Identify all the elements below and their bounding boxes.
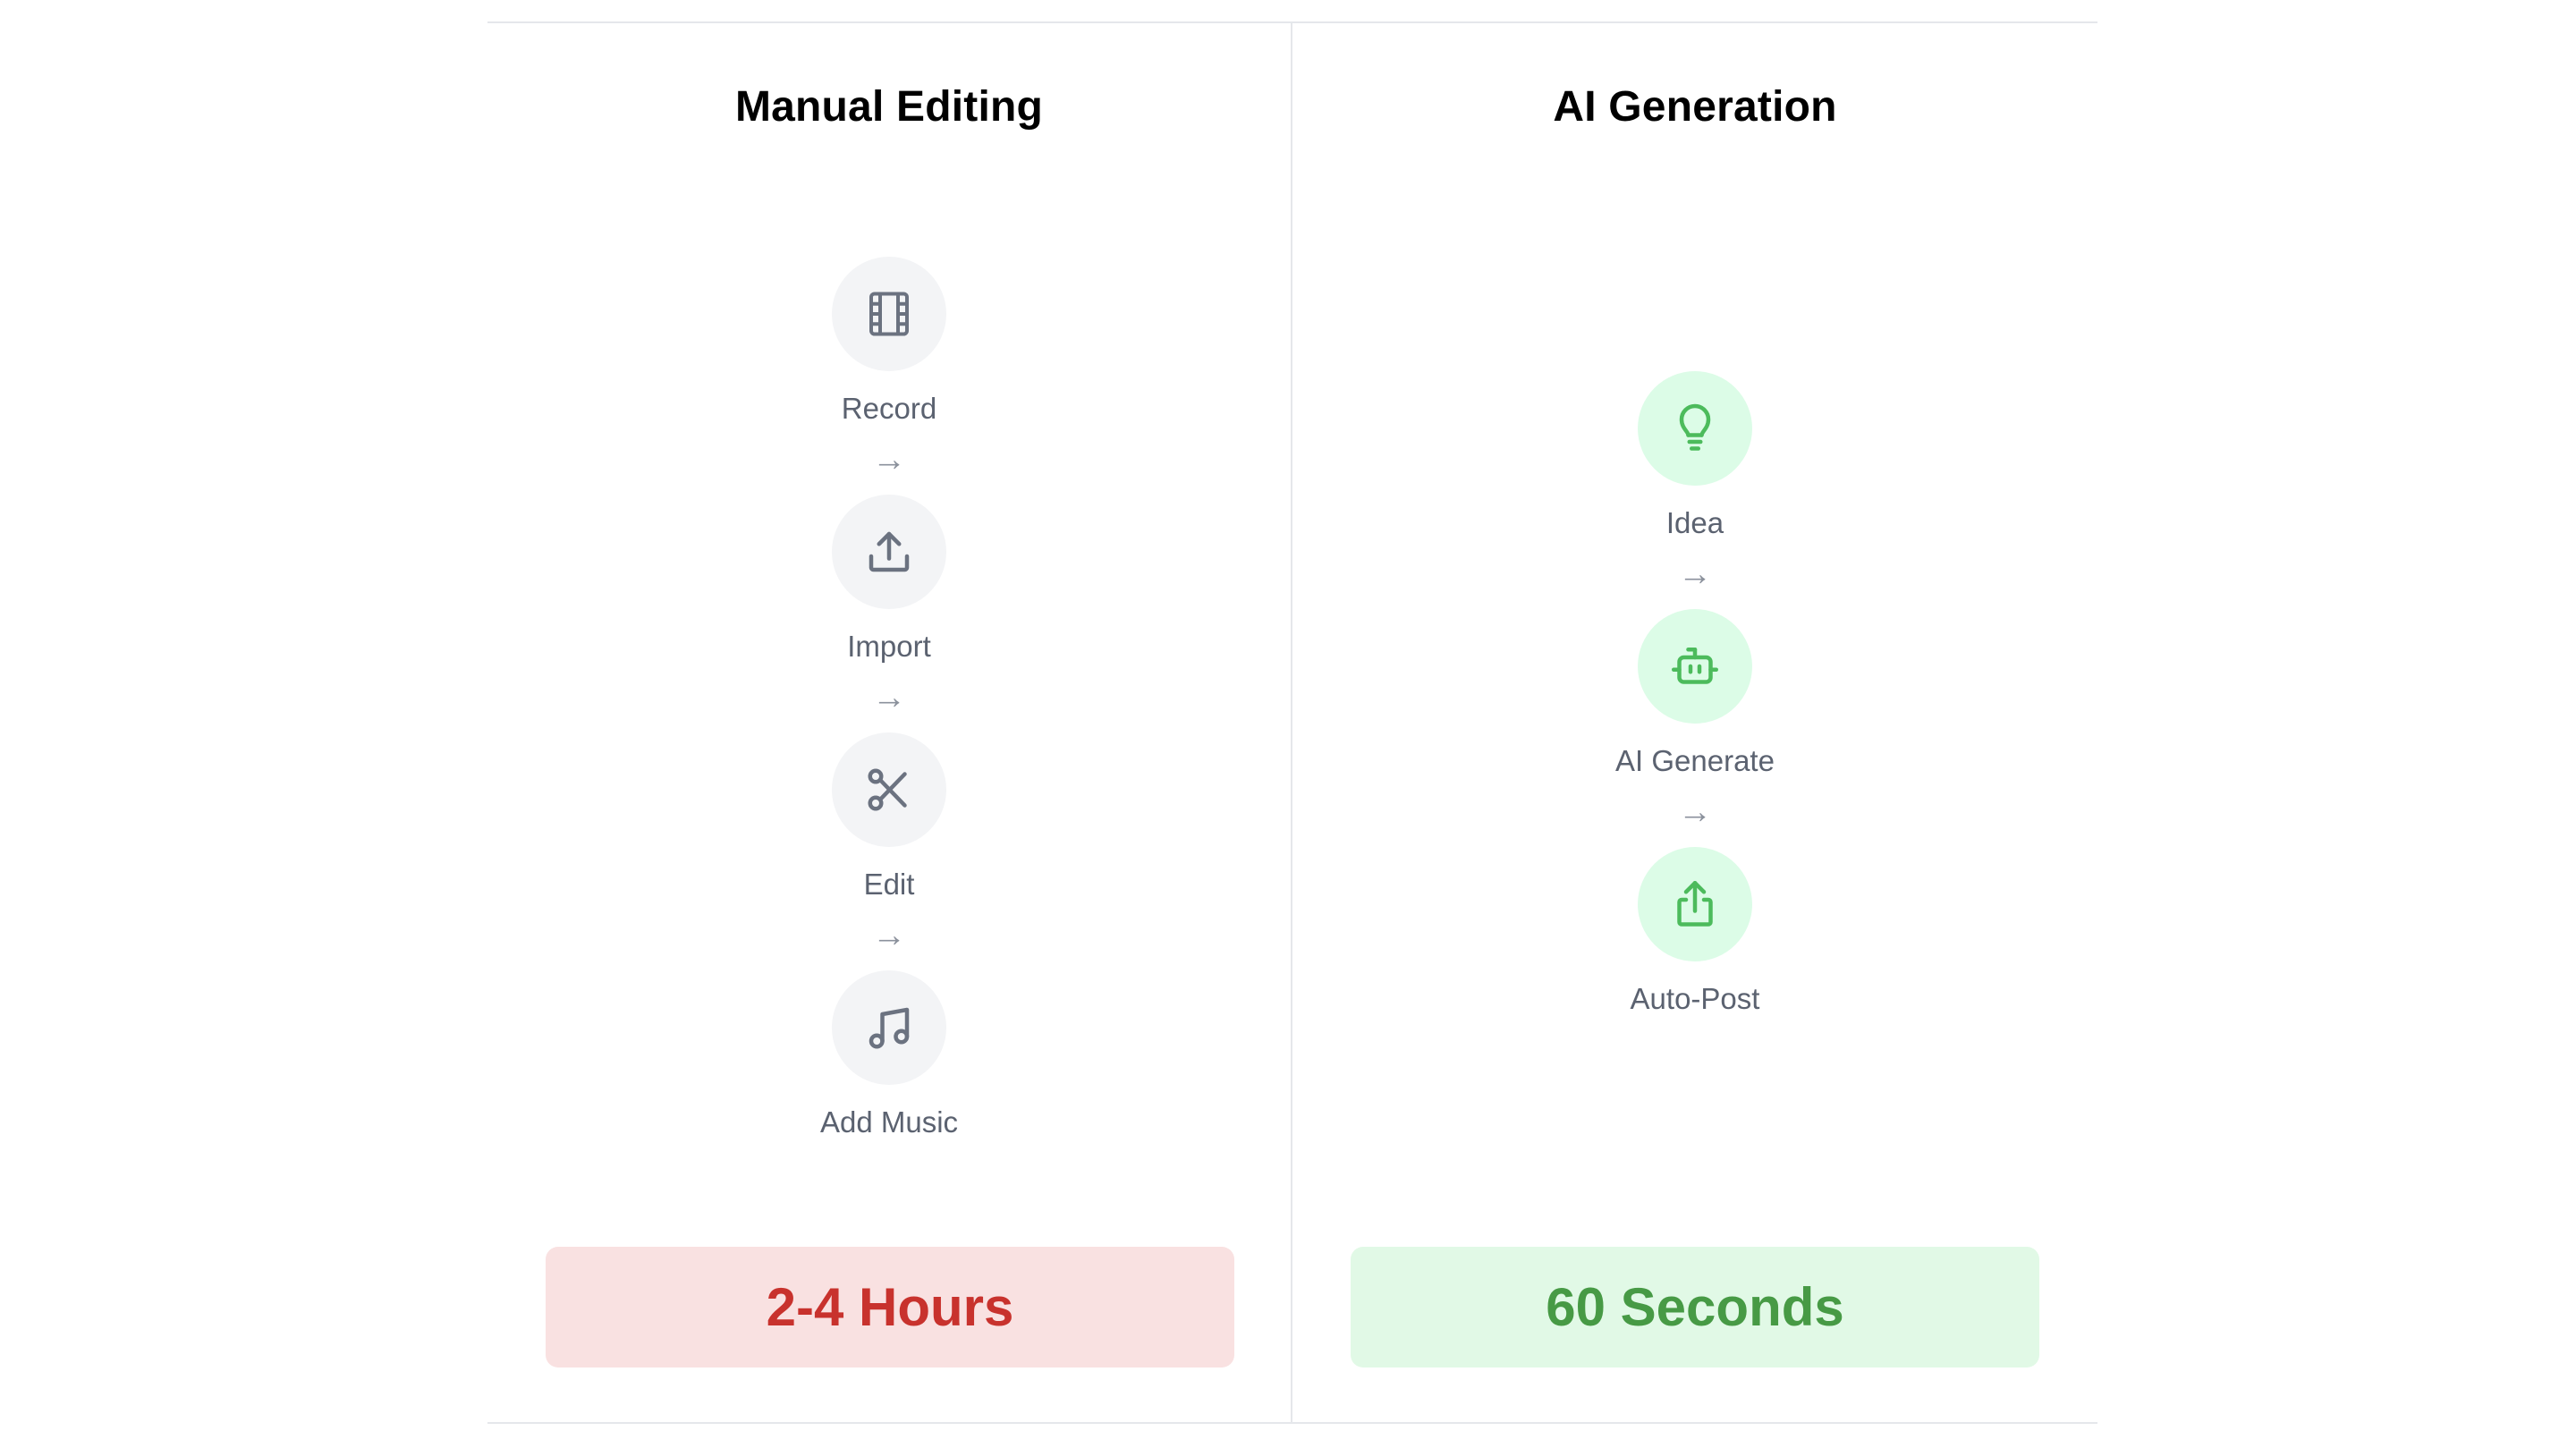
manual-editing-title: Manual Editing [734,83,1044,131]
step-idea: Idea [1638,371,1752,541]
step-label-import: Import [847,630,931,663]
ai-generation-column: AI Generation Idea → [1292,23,2097,1422]
manual-editing-column: Manual Editing Record [487,23,1292,1422]
share-icon [1637,847,1752,961]
robot-icon [1637,609,1752,724]
step-label-auto-post: Auto-Post [1630,982,1760,1015]
upload-icon [832,495,946,609]
step-edit: Edit [832,732,946,902]
comparison-panel: Manual Editing Record [487,21,2097,1424]
step-label-ai-generate: AI Generate [1615,744,1775,777]
arrow-right-icon: → [872,917,906,954]
ai-time-badge: 60 Seconds [1351,1247,2039,1367]
arrow-right-icon: → [1678,555,1712,593]
music-icon [832,970,946,1085]
arrow-right-icon: → [1678,793,1712,831]
step-ai-generate: AI Generate [1615,609,1775,779]
step-label-record: Record [841,392,937,425]
ai-steps: Idea → AI Generate → [1292,23,2097,1231]
arrow-right-icon: → [872,441,906,478]
arrow-right-icon: → [872,679,906,716]
step-label-edit: Edit [863,868,915,901]
film-icon [832,257,946,371]
ai-generation-title: AI Generation [1553,83,1837,131]
step-auto-post: Auto-Post [1630,847,1760,1017]
scissors-icon [832,732,946,847]
manual-time-badge: 2-4 Hours [546,1247,1234,1367]
step-record: Record [832,257,946,427]
lightbulb-icon [1638,371,1752,486]
manual-steps: Record → Import → [487,23,1291,1231]
step-add-music: Add Music [820,970,958,1140]
step-import: Import [832,495,946,665]
step-label-idea: Idea [1665,506,1724,539]
step-label-add-music: Add Music [819,1105,959,1139]
